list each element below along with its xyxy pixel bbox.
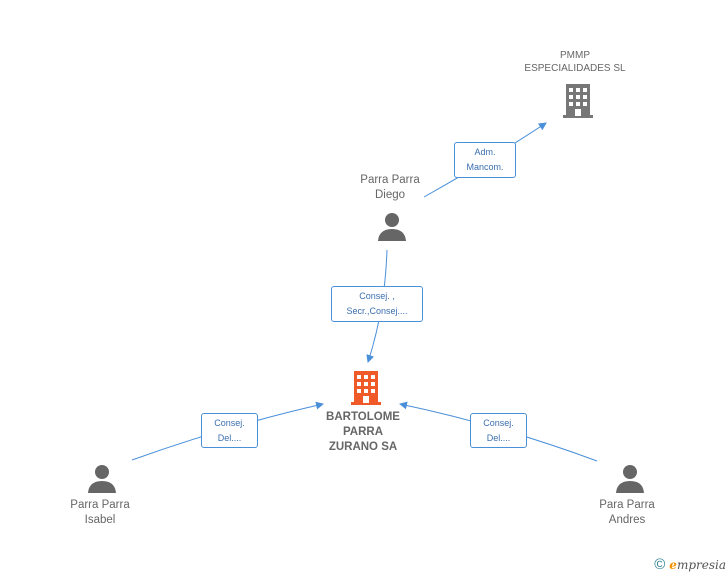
brand-e: e bbox=[669, 558, 677, 572]
isabel-name-line1: Parra Parra bbox=[70, 499, 130, 511]
pmmp-name-line1: PMMP bbox=[560, 50, 590, 61]
relation-consej-diego[interactable]: Consej. , Secr.,Consej.... bbox=[331, 286, 423, 322]
node-andres-label[interactable]: Para Parra Andres bbox=[567, 498, 687, 528]
isabel-name-line2: Isabel bbox=[84, 514, 116, 526]
relation-consej-andres[interactable]: Consej. Del.... bbox=[470, 413, 527, 448]
relation-consej-diego-line1: Consej. , bbox=[359, 291, 395, 301]
diego-name-line2: Diego bbox=[374, 189, 406, 201]
node-isabel-label[interactable]: Parra Parra Isabel bbox=[40, 498, 160, 528]
relation-consej-isabel-line1: Consej. bbox=[214, 418, 245, 428]
relation-consej-andres-line1: Consej. bbox=[483, 418, 514, 428]
diego-name-line1: Parra Parra bbox=[360, 174, 420, 186]
node-diego-label[interactable]: Parra Parra Diego bbox=[330, 173, 450, 203]
node-pmmp-label[interactable]: PMMP ESPECIALIDADES SL bbox=[500, 49, 650, 75]
andres-name-line2: Andres bbox=[608, 514, 646, 526]
person-icon[interactable] bbox=[615, 463, 645, 493]
empresia-logo: ©empresia bbox=[654, 556, 726, 573]
relation-consej-andres-line2: Del.... bbox=[486, 433, 511, 443]
bartolome-name-line1: BARTOLOME bbox=[326, 411, 400, 423]
person-icon[interactable] bbox=[377, 211, 407, 241]
bartolome-name-line2: PARRA bbox=[342, 426, 384, 438]
andres-name-line1: Para Parra bbox=[599, 499, 655, 511]
brand-rest: mpresia bbox=[676, 558, 726, 572]
pmmp-name-line2: ESPECIALIDADES SL bbox=[524, 63, 626, 74]
relation-adm-line2: Mancom. bbox=[466, 162, 504, 172]
relation-consej-diego-line2: Secr.,Consej.... bbox=[346, 306, 408, 316]
building-icon[interactable] bbox=[561, 84, 595, 118]
copyright-icon: © bbox=[654, 556, 666, 573]
main-building-icon[interactable] bbox=[349, 371, 383, 405]
relation-adm-line1: Adm. bbox=[474, 147, 496, 157]
relation-consej-isabel[interactable]: Consej. Del.... bbox=[201, 413, 258, 448]
node-bartolome-label[interactable]: BARTOLOME PARRA ZURANO SA bbox=[303, 410, 423, 455]
relation-adm-mancom[interactable]: Adm. Mancom. bbox=[454, 142, 516, 178]
relation-consej-isabel-line2: Del.... bbox=[217, 433, 242, 443]
bartolome-name-line3: ZURANO SA bbox=[328, 441, 398, 453]
person-icon[interactable] bbox=[87, 463, 117, 493]
